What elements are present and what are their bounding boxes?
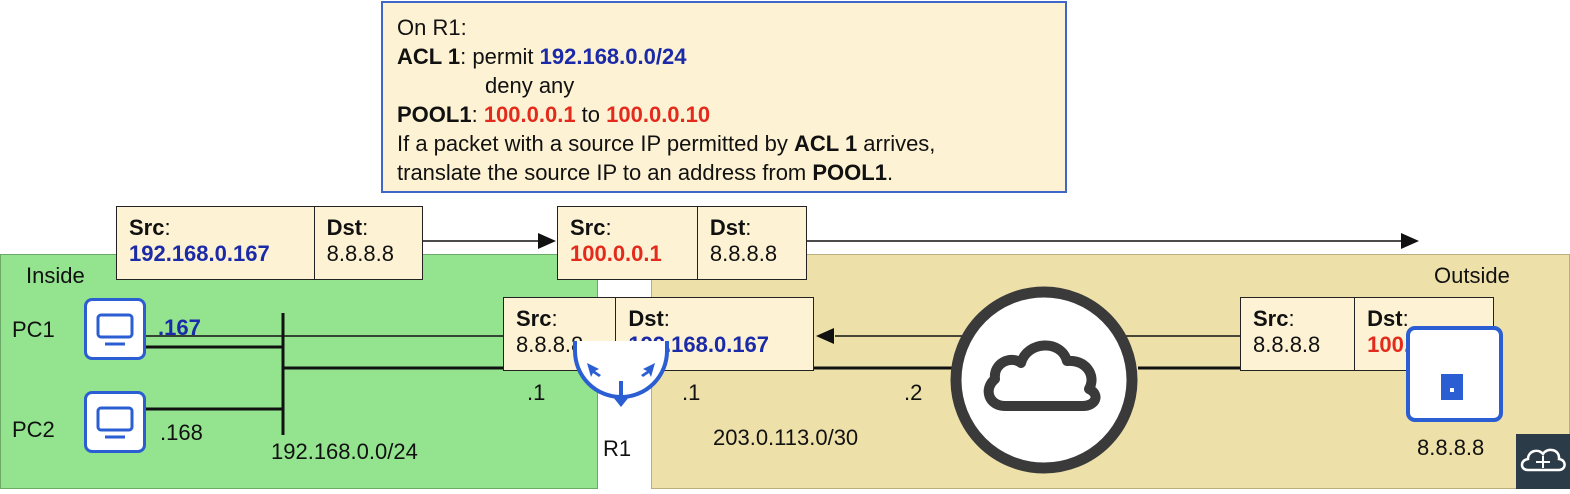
server-icon xyxy=(1441,374,1463,400)
outside-zone-label: Outside xyxy=(1434,263,1510,288)
packet-inside-outbound: Src: 192.168.0.167 Dst: 8.8.8.8 xyxy=(116,206,423,280)
logo xyxy=(1516,434,1570,489)
pool-to: to xyxy=(575,102,607,127)
internet-cloud[interactable] xyxy=(947,283,1141,477)
pc-icon xyxy=(96,406,134,439)
r1-router[interactable] xyxy=(571,341,671,431)
inside-zone-label: Inside xyxy=(26,263,85,288)
acl-permit-net: 192.168.0.0/24 xyxy=(539,44,687,69)
packet-dst-ip: 8.8.8.8 xyxy=(326,241,394,266)
pool-end: 100.0.0.10 xyxy=(606,102,711,127)
pc1-device[interactable] xyxy=(84,298,146,360)
router-icon xyxy=(573,341,669,407)
r1-outside-interface: .1 xyxy=(682,380,701,405)
logo-icon xyxy=(1520,448,1566,472)
server-ip-label: 8.8.8.8 xyxy=(1417,435,1485,460)
packet-src-ip: 8.8.8.8 xyxy=(516,332,584,357)
packet-outside-outbound: Src: 100.0.0.1 Dst: 8.8.8.8 xyxy=(557,206,807,280)
pc2-host-id: .168 xyxy=(160,420,203,445)
packet-dst-cell: Dst: 8.8.8.8 xyxy=(696,207,806,279)
packet-dst-cell: Dst: 8.8.8.8 xyxy=(313,207,422,279)
packet-src-cell: Src: 8.8.8.8 xyxy=(504,298,615,370)
pc2-device[interactable] xyxy=(84,391,146,453)
packet-src-ip: 100.0.0.1 xyxy=(570,241,662,266)
acl-permit-prefix: : permit xyxy=(460,44,540,69)
r1-label: R1 xyxy=(603,436,632,461)
pc1-label: PC1 xyxy=(12,317,55,342)
packet-src-cell: Src: 8.8.8.8 xyxy=(1241,298,1354,370)
server-device[interactable] xyxy=(1406,326,1503,422)
packet-src-cell: Src: 192.168.0.167 xyxy=(117,207,314,279)
packet-dst-ip: 8.8.8.8 xyxy=(709,241,778,266)
isp-interface: .2 xyxy=(904,380,923,405)
pool-name: POOL1 xyxy=(397,102,472,127)
wan-network-label: 203.0.113.0/30 xyxy=(713,425,859,450)
packet-src-ip: 8.8.8.8 xyxy=(1253,332,1321,357)
r1-inside-interface: .1 xyxy=(527,380,546,405)
acl-line: ACL 1: permit 192.168.0.0/24 xyxy=(397,42,1051,71)
flow-arrowhead-out-2 xyxy=(1401,233,1419,249)
note-heading: On R1: xyxy=(397,15,467,40)
lan-network-label: 192.168.0.0/24 xyxy=(271,439,418,464)
cloud-icon xyxy=(950,286,1138,474)
pool-line: POOL1: 100.0.0.1 to 100.0.0.10 xyxy=(397,102,711,127)
pool-start: 100.0.0.1 xyxy=(483,102,576,127)
rule-line-1: If a packet with a source IP permitted b… xyxy=(397,131,936,156)
pc2-label: PC2 xyxy=(12,417,55,442)
pc1-host-id: .167 xyxy=(158,315,201,340)
packet-src-ip: 192.168.0.167 xyxy=(129,241,270,266)
nat-config-note: On R1: ACL 1: permit 192.168.0.0/24 deny… xyxy=(381,1,1067,193)
rule-line-2: translate the source IP to an address fr… xyxy=(397,160,894,185)
flow-arrowhead-out-1 xyxy=(538,233,556,249)
acl-deny-line: deny any xyxy=(485,73,575,98)
pc-icon xyxy=(96,313,134,346)
flow-arrowhead-back-1 xyxy=(816,328,834,344)
packet-src-cell: Src: 100.0.0.1 xyxy=(558,207,697,279)
acl-name: ACL 1 xyxy=(397,44,461,69)
packet-outside-return: Src: 8.8.8.8 Dst: 100.0.0.1 xyxy=(1240,297,1494,371)
